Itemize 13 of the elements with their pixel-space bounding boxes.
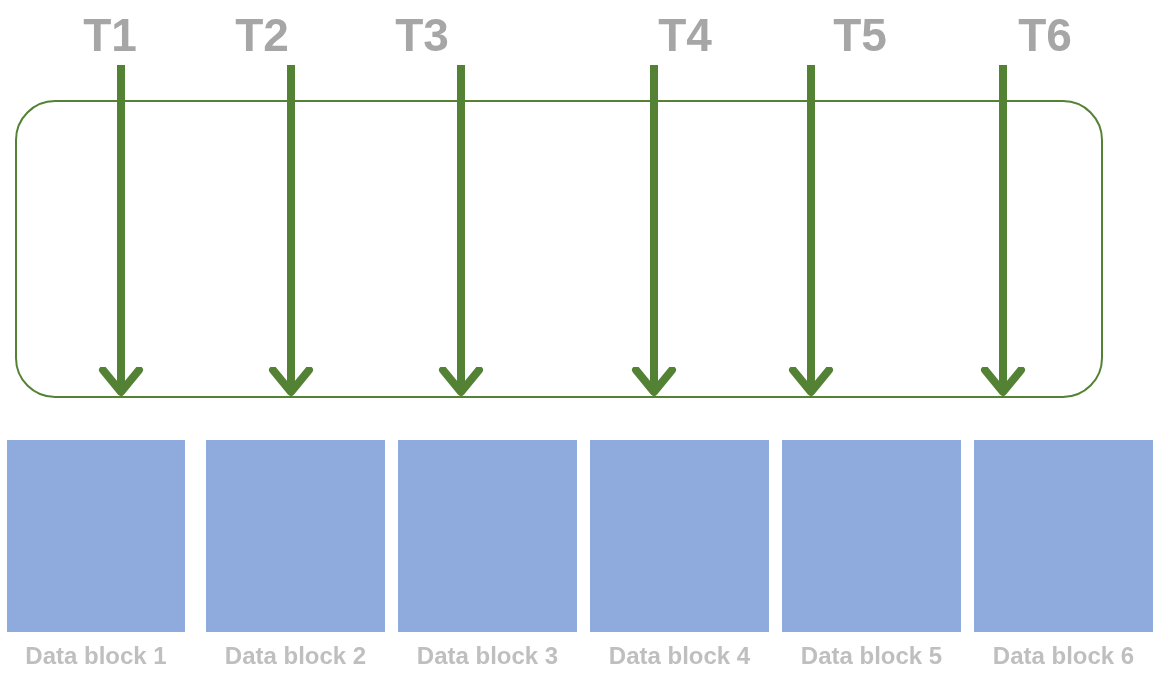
time-label: T5 (833, 12, 887, 58)
block-label: Data block 5 (800, 644, 943, 668)
block-label: Data block 3 (416, 644, 559, 668)
time-label: T4 (658, 12, 712, 58)
rounded-frame (15, 100, 1103, 398)
time-label: T3 (395, 12, 449, 58)
time-label: T1 (83, 12, 137, 58)
time-label: T2 (235, 12, 289, 58)
block-label: Data block 1 (25, 644, 167, 668)
block-label: Data block 2 (224, 644, 367, 668)
block-label: Data block 6 (992, 644, 1135, 668)
block-label: Data block 4 (608, 644, 751, 668)
time-label: T6 (1018, 12, 1072, 58)
